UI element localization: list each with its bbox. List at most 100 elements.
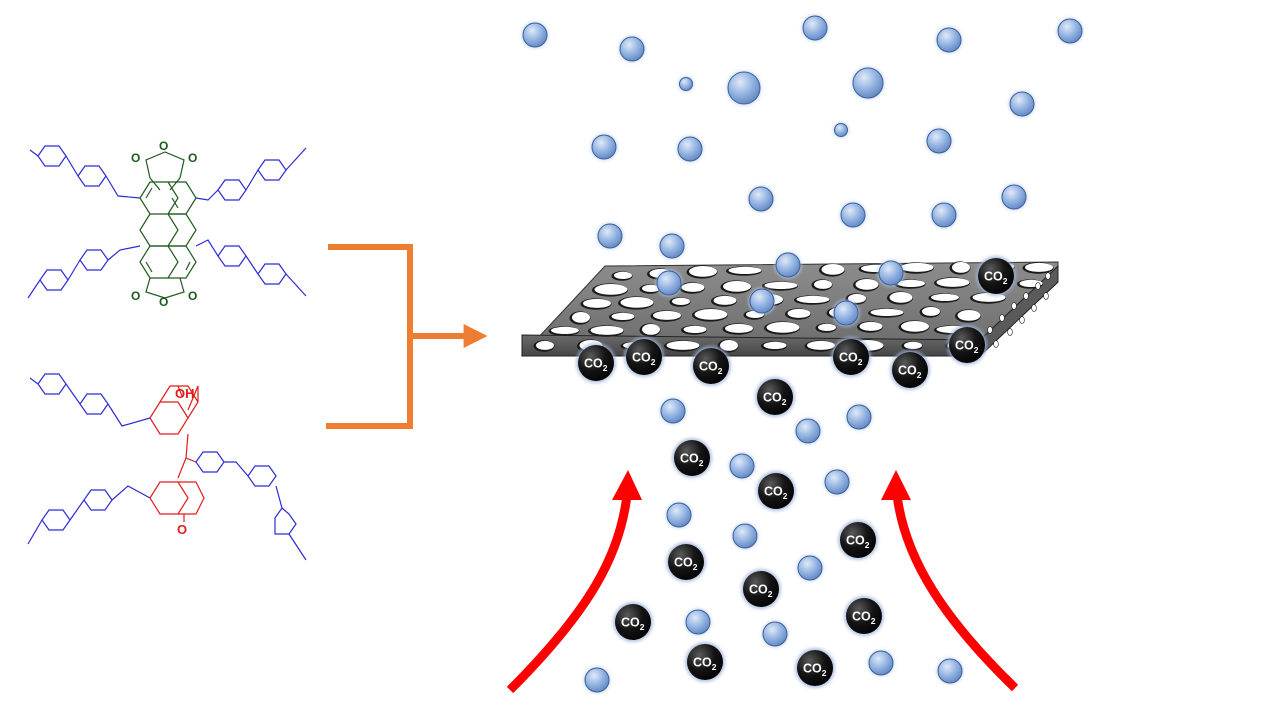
- co2-label: CO2: [764, 485, 788, 502]
- small-gas-molecule: [845, 403, 873, 431]
- membrane-pore: [717, 339, 739, 353]
- co2-label: CO2: [632, 351, 656, 368]
- membrane-pore: [761, 341, 787, 351]
- membrane-pore: [845, 293, 867, 305]
- membrane-pore: [819, 263, 845, 277]
- membrane-pore: [955, 309, 981, 323]
- membrane-pore: [811, 279, 833, 291]
- co2-molecule: CO2: [976, 256, 1016, 296]
- membrane-pore: [580, 298, 612, 310]
- membrane-pore: [650, 310, 682, 322]
- small-gas-molecule: [731, 522, 759, 550]
- membrane-pore: [639, 323, 661, 337]
- membrane-pore: [1045, 272, 1051, 280]
- co2-label: CO2: [584, 357, 608, 374]
- oxygen-label: O: [188, 151, 197, 165]
- membrane-pore: [1023, 292, 1029, 300]
- small-gas-molecule: [930, 201, 958, 229]
- membrane-pore: [887, 291, 913, 305]
- gas-flow-arrows: [506, 470, 1019, 694]
- membrane-pore: [726, 266, 762, 276]
- small-gas-molecule: [659, 397, 687, 425]
- membrane-pore: [1011, 302, 1017, 310]
- co2-molecule: CO2: [672, 438, 712, 478]
- oxygen-label: O: [159, 295, 168, 309]
- small-gas-molecule: [684, 608, 712, 636]
- membrane-pore: [794, 295, 830, 305]
- membrane-pore: [592, 283, 628, 297]
- membrane-pore: [569, 311, 591, 325]
- co2-label: CO2: [803, 662, 827, 679]
- co2-molecule: CO2: [756, 471, 796, 511]
- hydroxyl-label: OH: [175, 386, 195, 401]
- small-gas-molecule: [832, 121, 850, 139]
- small-gas-molecule: [1056, 17, 1084, 45]
- co2-molecule: CO2: [890, 350, 930, 390]
- membrane-pore: [548, 326, 580, 336]
- small-gas-molecule: [851, 66, 885, 100]
- co2-label: CO2: [763, 391, 787, 408]
- membrane-pore: [987, 326, 993, 334]
- naphthol-quinone-structure: OH O: [27, 373, 307, 561]
- small-gas-molecule: [658, 232, 686, 260]
- membrane-pore: [720, 280, 752, 294]
- membrane-pore: [853, 278, 879, 292]
- membrane-pore: [934, 277, 970, 289]
- co2-label: CO2: [984, 270, 1008, 287]
- combination-bracket-arrow: [326, 244, 488, 429]
- membrane-pore: [588, 325, 624, 337]
- membrane-pore: [999, 314, 1005, 322]
- co2-molecule: CO2: [685, 642, 725, 682]
- co2-molecule: CO2: [624, 337, 664, 377]
- membrane-pore: [1043, 292, 1049, 300]
- co2-label: CO2: [680, 452, 704, 469]
- membrane-pore: [868, 308, 904, 318]
- membrane-pore: [664, 340, 700, 352]
- small-gas-molecule: [935, 26, 963, 54]
- membrane-pore: [669, 297, 691, 307]
- oxygen-label: O: [188, 289, 197, 303]
- small-gas-molecule: [877, 259, 905, 287]
- small-gas-molecule: [1008, 90, 1036, 118]
- small-gas-molecule: [794, 417, 822, 445]
- oxygen-label: O: [131, 289, 140, 303]
- co2-label: CO2: [955, 339, 979, 356]
- co2-label: CO2: [699, 360, 723, 377]
- membrane-pore: [764, 321, 800, 335]
- membrane-pore: [711, 295, 737, 307]
- small-gas-molecule: [801, 14, 829, 42]
- co2-label: CO2: [846, 534, 870, 551]
- membrane-pore: [993, 340, 999, 348]
- small-gas-molecule: [867, 649, 895, 677]
- small-gas-molecule: [618, 35, 646, 63]
- oxygen-label: O: [131, 151, 140, 165]
- co2-label: CO2: [898, 364, 922, 381]
- co2-molecule: CO2: [795, 648, 835, 688]
- co2-molecule: CO2: [576, 343, 616, 383]
- membrane-pore: [762, 281, 798, 291]
- membrane-pore: [898, 320, 930, 334]
- small-gas-molecule: [1000, 183, 1028, 211]
- co2-molecule: CO2: [831, 337, 871, 377]
- small-gas-molecule: [774, 251, 802, 279]
- small-gas-molecule: [761, 620, 789, 648]
- co2-molecule: CO2: [741, 569, 781, 609]
- membrane-pore: [692, 308, 728, 322]
- membrane-pore: [1031, 304, 1037, 312]
- co2-molecule: CO2: [844, 596, 884, 636]
- small-gas-molecule: [832, 299, 860, 327]
- membrane-pore: [815, 323, 837, 333]
- small-gas-molecule: [728, 452, 756, 480]
- small-gas-molecule: [936, 657, 964, 685]
- membrane-pore: [857, 321, 883, 333]
- co2-label: CO2: [749, 583, 773, 600]
- membrane-pore: [639, 284, 661, 294]
- small-gas-molecule: [796, 554, 824, 582]
- small-gas-molecule: [596, 222, 624, 250]
- perylene-dianhydride-structure: O O O O O O: [27, 139, 307, 309]
- co2-molecule: CO2: [691, 346, 731, 386]
- small-gas-molecule: [747, 185, 775, 213]
- membrane-pore: [898, 262, 934, 274]
- small-gas-molecule: [748, 287, 776, 315]
